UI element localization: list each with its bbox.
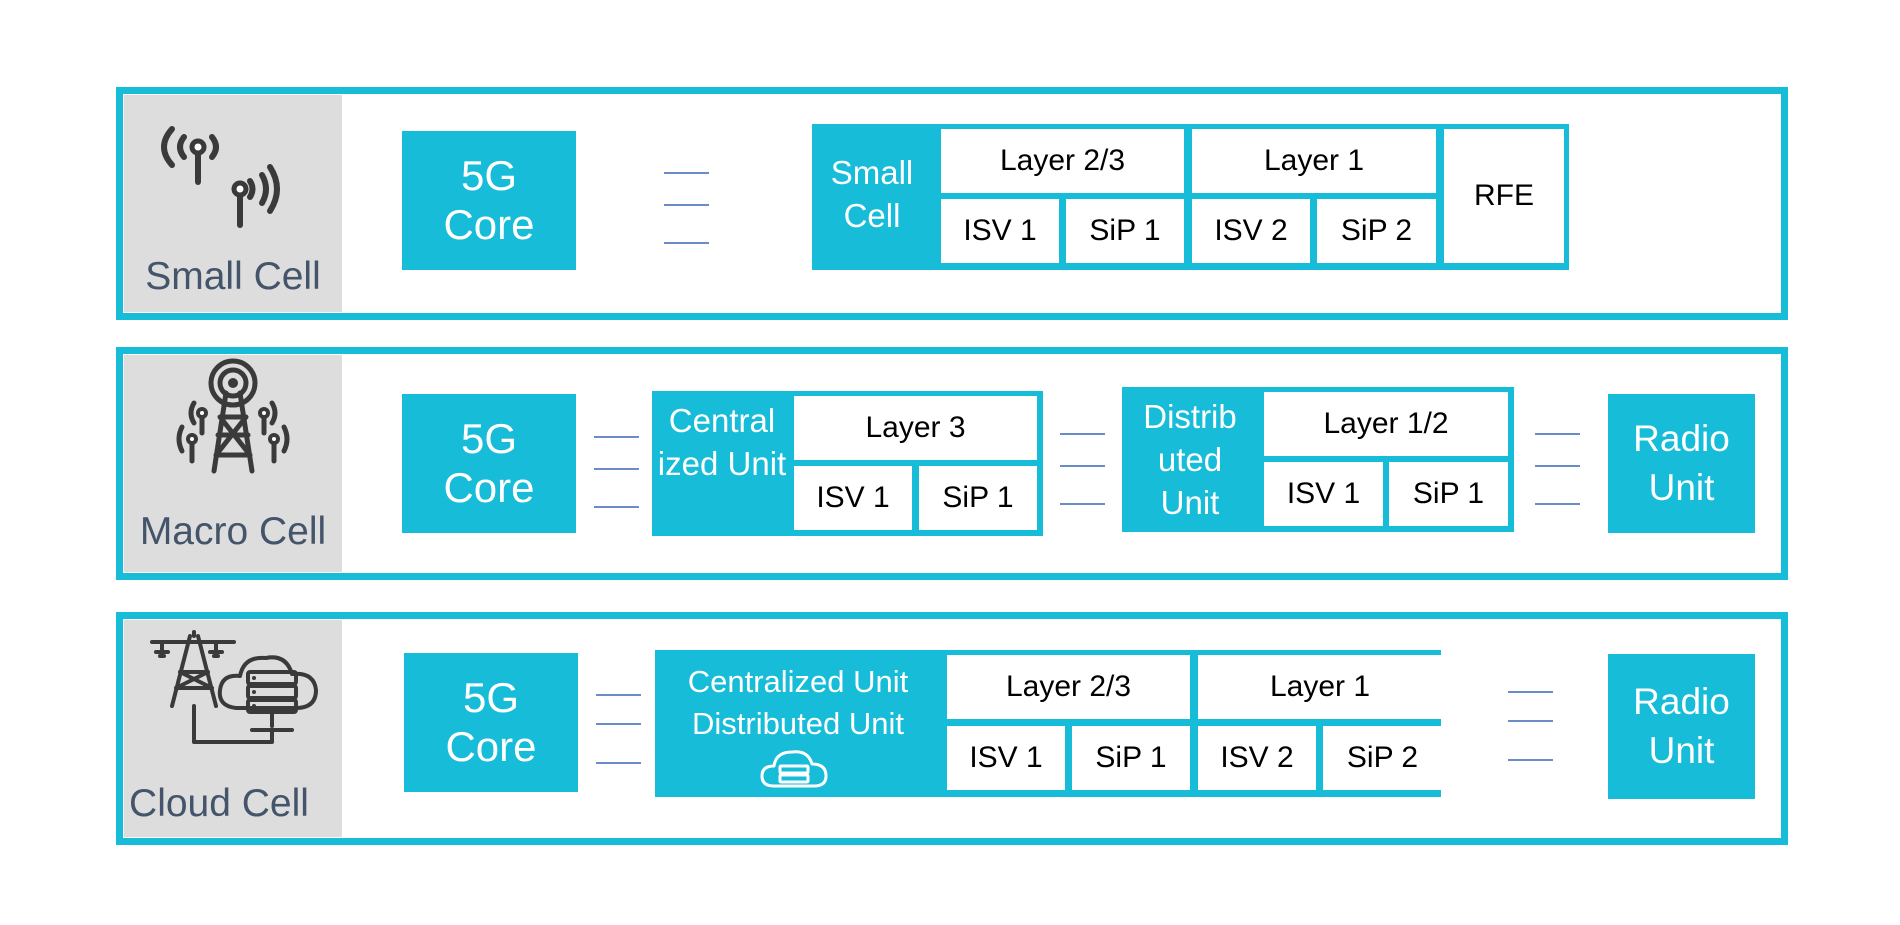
connector-line — [1060, 433, 1105, 435]
layer-1-box: Layer 1 — [1198, 655, 1442, 719]
layer-2-3-box: Layer 2/3 — [947, 655, 1190, 719]
connector-line — [1060, 503, 1105, 505]
connector-line — [664, 172, 709, 174]
small-cell-5g-core-box: 5G Core — [402, 131, 576, 270]
connector-line — [664, 242, 709, 244]
small-cell-unit-label: Small Cell — [830, 154, 914, 234]
sip-1-box: SiP 1 — [1072, 726, 1190, 790]
cloud-cell-tower-server-icon — [150, 630, 318, 744]
connector-line — [1535, 433, 1580, 435]
connector-line — [664, 204, 709, 206]
small-cell-unit-group: Small Cell Layer 2/3 Layer 1 ISV 1 SiP 1… — [812, 124, 1569, 270]
sip-1-box: SiP 1 — [1066, 199, 1184, 263]
macro-cell-side-panel: Macro Cell — [124, 355, 342, 572]
cloud-cell-5g-core-box: 5G Core — [404, 653, 578, 792]
macro-cell-label: Macro Cell — [139, 510, 327, 553]
small-cell-side-panel: Small Cell — [124, 95, 342, 312]
connector-line — [1508, 720, 1553, 722]
connector-line — [594, 468, 639, 470]
connector-line — [1508, 759, 1553, 761]
connector-line — [1535, 503, 1580, 505]
connector-line — [596, 723, 641, 725]
layer-1-box: Layer 1 — [1192, 129, 1436, 193]
small-cell-row: Small Cell 5G Core Small Cell Layer 2/3 … — [116, 87, 1788, 320]
isv-1-box: ISV 1 — [941, 199, 1059, 263]
cloud-unit-group: Centralized Unit Distributed Unit Layer … — [655, 650, 1442, 797]
sip-1-box: SiP 1 — [1389, 462, 1508, 526]
macro-cell-tower-icon — [176, 358, 290, 474]
connector-line — [1535, 465, 1580, 467]
connector-line — [596, 694, 641, 696]
distributed-unit-label: Distributed Unit — [692, 706, 904, 741]
isv-1-box: ISV 1 — [794, 466, 912, 530]
layer-3-box: Layer 3 — [794, 396, 1037, 460]
macro-cell-5g-core-box: 5G Core — [402, 394, 576, 533]
isv-2-box: ISV 2 — [1192, 199, 1310, 263]
cloud-cell-side-panel: Cloud Cell — [124, 620, 342, 837]
connector-line — [596, 762, 641, 764]
cloud-cell-label: Cloud Cell — [129, 782, 309, 825]
centralized-unit-label: Central ized Unit — [657, 402, 787, 482]
small-cell-label: Small Cell — [145, 255, 321, 298]
distributed-unit-label: Distrib uted Unit — [1143, 398, 1237, 521]
centralized-unit-label: Centralized Unit — [687, 664, 909, 699]
cloud-server-icon — [760, 750, 828, 788]
cloud-cell-row: Cloud Cell 5G Core Centralized Unit Dist… — [116, 612, 1788, 845]
small-cell-antenna-icon — [161, 126, 280, 228]
sip-1-box: SiP 1 — [919, 466, 1037, 530]
connector-line — [594, 506, 639, 508]
centralized-unit-group: Central ized Unit Layer 3 ISV 1 SiP 1 — [652, 391, 1043, 536]
sip-2-box: SiP 2 — [1317, 199, 1436, 263]
connector-line — [594, 436, 639, 438]
isv-2-box: ISV 2 — [1198, 726, 1316, 790]
connector-line — [1060, 465, 1105, 467]
sip-2-box: SiP 2 — [1323, 726, 1442, 790]
macro-cell-radio-unit-box: Radio Unit — [1608, 394, 1755, 533]
connector-line — [1508, 691, 1553, 693]
rfe-box: RFE — [1444, 129, 1564, 263]
cloud-cell-radio-unit-box: Radio Unit — [1608, 654, 1755, 799]
layer-2-3-box: Layer 2/3 — [941, 129, 1184, 193]
isv-1-box: ISV 1 — [1264, 462, 1383, 526]
layer-1-2-box: Layer 1/2 — [1264, 392, 1508, 456]
macro-cell-row: Macro Cell 5G Core Central ized Unit Lay… — [116, 347, 1788, 580]
distributed-unit-group: Distrib uted Unit Layer 1/2 ISV 1 SiP 1 — [1122, 387, 1514, 532]
isv-1-box: ISV 1 — [947, 726, 1065, 790]
